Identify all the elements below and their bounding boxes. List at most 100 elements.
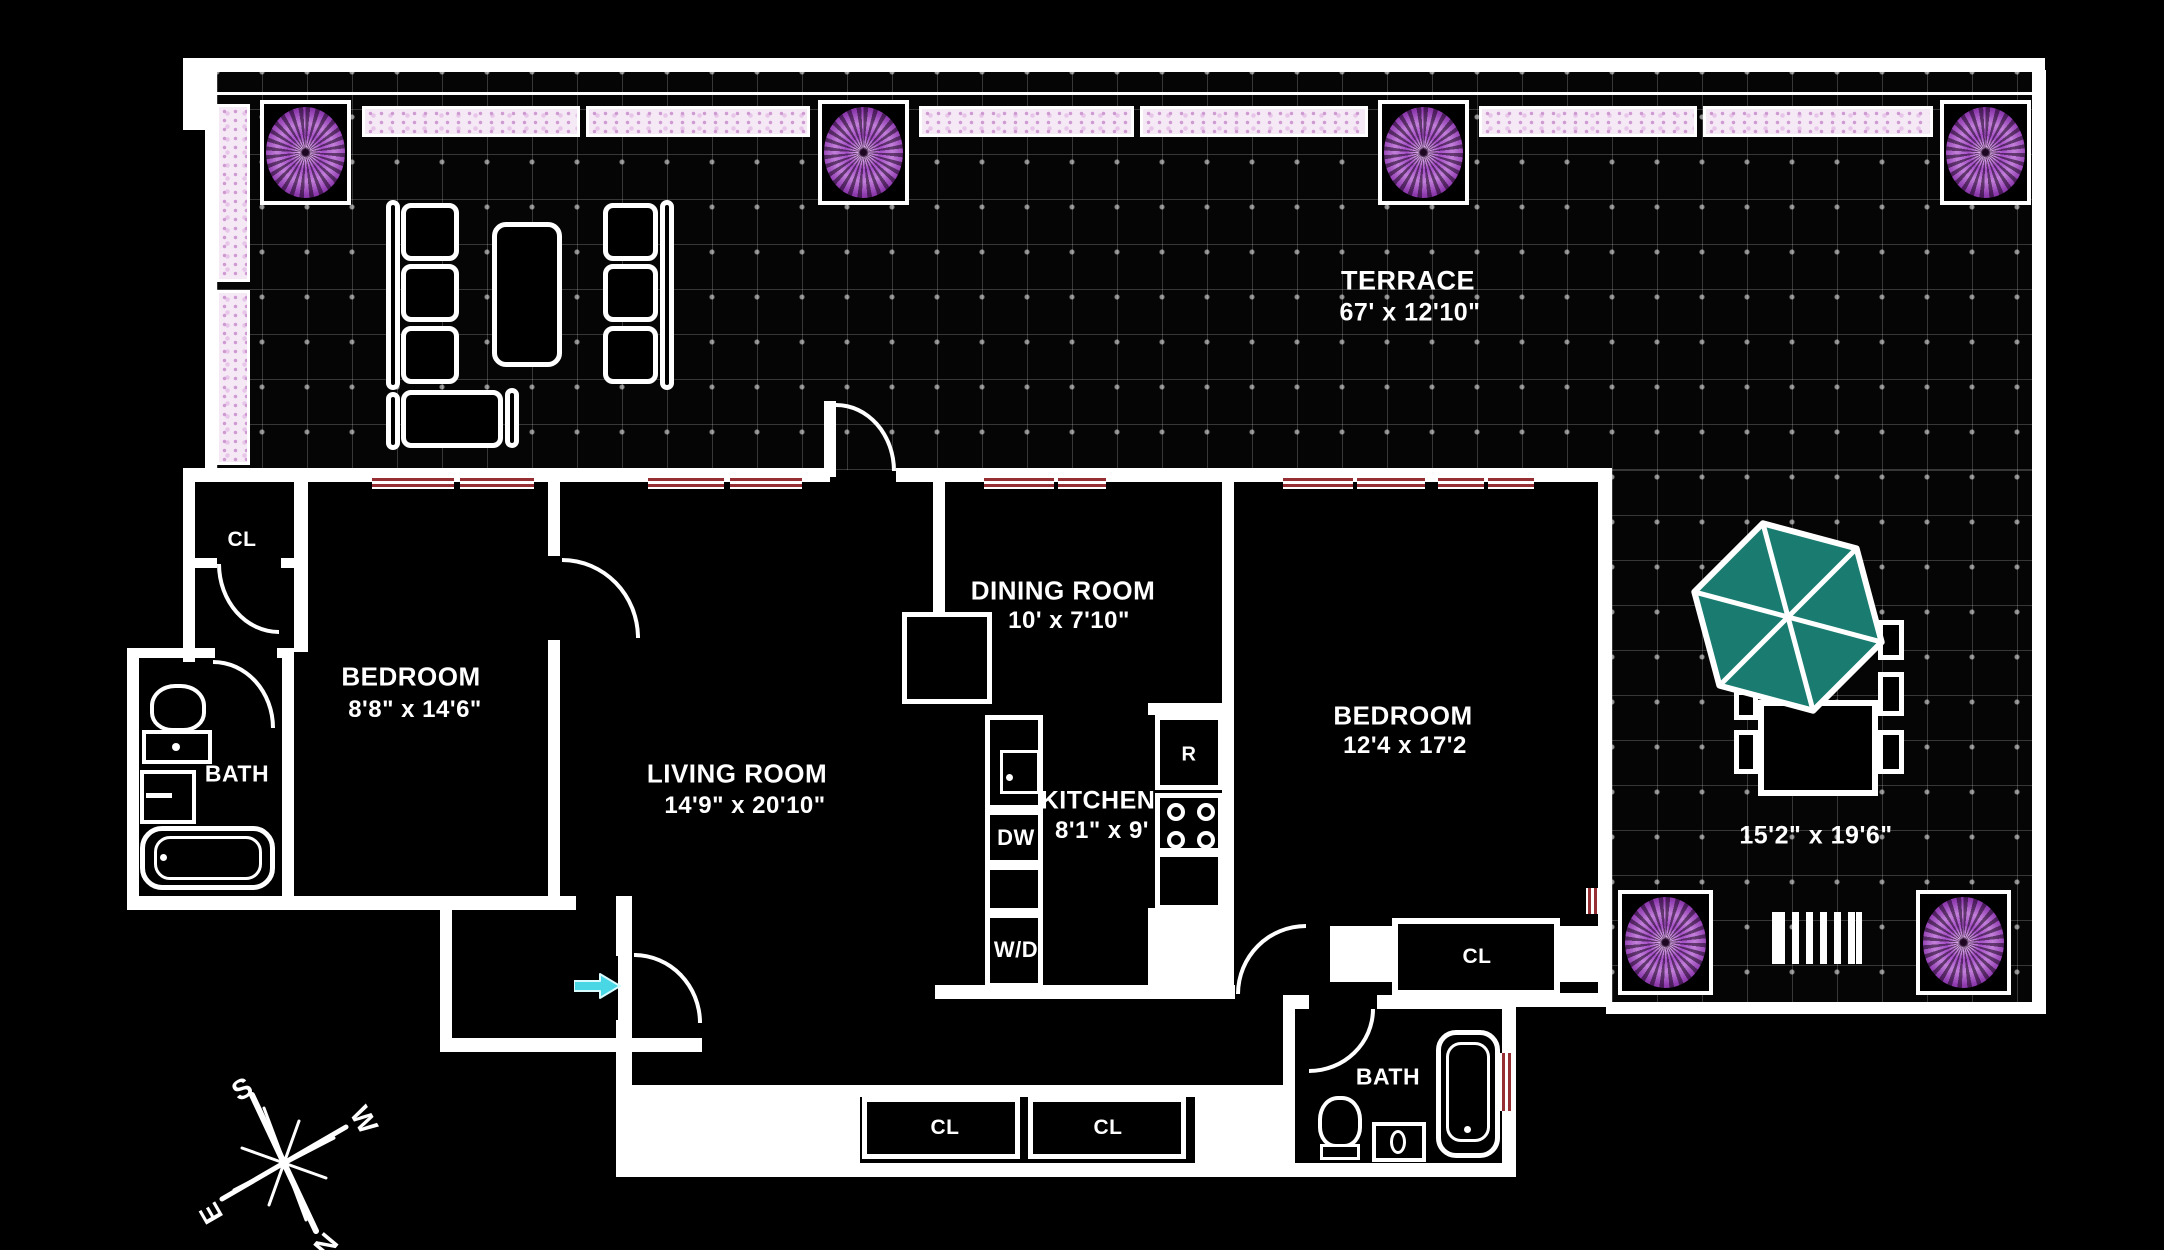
wall — [1330, 926, 1392, 982]
sink-basin — [1390, 1130, 1406, 1154]
toilet-bowl — [1318, 1096, 1362, 1148]
bath-left-label: BATH — [204, 760, 270, 787]
peninsula-cabinet — [902, 612, 992, 704]
radiator — [984, 476, 1054, 489]
bedroom1-dims: 8'8" x 14'6" — [348, 696, 482, 723]
compass-west: W — [344, 1101, 384, 1140]
wall — [127, 648, 215, 658]
door-arc — [217, 564, 279, 634]
coffee-table — [492, 222, 562, 367]
radiator — [1488, 476, 1534, 489]
toilet-flush — [172, 743, 180, 751]
closet-label: CL — [930, 1116, 960, 1139]
flower-box — [362, 106, 580, 137]
bedroom2-label: BEDROOM — [1333, 700, 1473, 731]
closet-label: CL — [1462, 945, 1492, 968]
door-arc — [1236, 924, 1306, 994]
wall — [183, 58, 205, 130]
closet-box — [862, 1097, 1020, 1159]
toilet-tank — [1320, 1144, 1360, 1160]
bedroom1-label: BEDROOM — [341, 661, 481, 692]
tub-drain — [160, 854, 167, 861]
bedroom2-dims: 12'4 x 17'2 — [1343, 732, 1467, 759]
wall — [282, 648, 294, 903]
refrigerator-label: R — [1181, 743, 1197, 766]
terrace-label: TERRACE — [1340, 265, 1476, 296]
flower-box — [1703, 106, 1933, 137]
door-arc — [213, 660, 275, 728]
wall — [616, 1163, 1516, 1177]
potted-plant — [1625, 897, 1706, 988]
wall — [1598, 468, 1612, 1007]
wall — [183, 558, 217, 568]
dining-room-dims: 10' x 7'10" — [1008, 607, 1130, 634]
door-arc — [562, 558, 640, 638]
sofa-cushion — [401, 264, 459, 322]
living-room-dims: 14'9" x 20'10" — [664, 792, 826, 819]
wall — [632, 1085, 860, 1165]
closet-label: CL — [1093, 1116, 1123, 1139]
wall — [1377, 995, 1512, 1009]
sofa-cushion — [401, 326, 459, 384]
patio-chair — [1878, 730, 1904, 774]
sofa-cushion — [603, 326, 658, 384]
stove-burner — [1167, 831, 1185, 849]
potted-plant — [824, 107, 903, 198]
closet-box — [1392, 918, 1560, 996]
radiator — [648, 476, 724, 489]
closet-label: CL — [227, 528, 257, 551]
wall — [1148, 703, 1234, 715]
tub-drain — [1464, 1126, 1471, 1133]
potted-plant — [266, 107, 345, 198]
sofa-cushion — [603, 264, 658, 322]
wall — [1148, 908, 1234, 988]
radiator — [372, 476, 454, 489]
terrace-floor-top — [217, 72, 2032, 470]
kitchen-counter — [1155, 852, 1223, 910]
bathtub-inner — [1446, 1042, 1490, 1142]
door-leaf — [618, 953, 632, 1023]
patio-umbrella — [1691, 520, 1885, 714]
wall — [548, 640, 560, 900]
wall — [632, 1038, 702, 1052]
sofa-cushion — [401, 390, 503, 448]
kitchen-sink — [1000, 750, 1040, 794]
dishwasher-box — [985, 810, 1043, 865]
patio-chair — [1734, 730, 1758, 774]
kitchen-dims: 8'1" x 9' — [1054, 817, 1150, 844]
toilet-bowl — [150, 684, 206, 732]
sofa-cushion — [401, 203, 459, 261]
wall — [616, 896, 632, 956]
dishwasher-label: DW — [997, 825, 1035, 850]
flower-box — [216, 290, 250, 465]
wall — [616, 1020, 632, 1177]
flower-box — [1479, 106, 1697, 137]
patio-chair — [1878, 672, 1904, 716]
radiator — [1586, 888, 1599, 914]
wall — [935, 985, 1235, 999]
compass-east: E — [194, 1197, 229, 1229]
flower-box — [216, 104, 250, 282]
radiator — [1438, 476, 1484, 489]
radiator — [730, 476, 802, 489]
sofa-cushion — [603, 203, 658, 261]
stove-burner — [1167, 803, 1185, 821]
stove-burner — [1197, 831, 1215, 849]
kitchen-cabinet — [985, 865, 1043, 913]
radiator — [1283, 476, 1353, 489]
wall — [127, 896, 576, 910]
washer-dryer-box — [985, 913, 1043, 988]
entry-arrow-icon — [574, 973, 621, 999]
door-arc — [634, 953, 702, 1023]
wall — [1606, 1002, 2046, 1014]
terrace-right-dims: 15'2" x 19'6" — [1739, 821, 1893, 850]
bath-right-label: BATH — [1355, 1063, 1421, 1090]
radiator — [1357, 476, 1425, 489]
terrace-dims: 67' x 12'10" — [1339, 298, 1481, 327]
wall — [933, 482, 945, 614]
wall — [217, 92, 2032, 95]
sofa-arm — [386, 392, 400, 450]
compass-rose: S W E N — [194, 1078, 384, 1250]
wall — [440, 1038, 632, 1052]
flower-box — [586, 106, 810, 137]
